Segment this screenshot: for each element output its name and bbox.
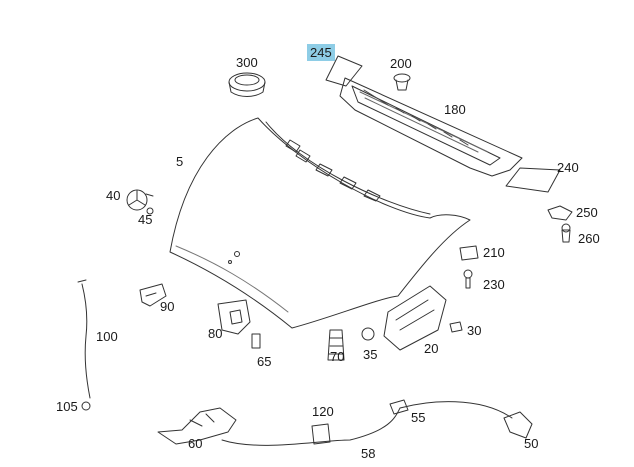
callout-70: 70 [330,349,345,364]
callout-20: 20 [424,341,439,356]
hood-part [169,117,471,329]
emblem-40-part [126,189,154,215]
callout-30: 30 [467,323,482,338]
callout-250: 250 [576,205,598,220]
callout-100: 100 [96,329,118,344]
callout-45: 45 [138,212,153,227]
buffer-70-part [327,329,345,361]
hinge-80-part [217,299,261,349]
panel-245-part [325,55,363,87]
callout-105: 105 [56,399,78,414]
callout-90: 90 [160,299,175,314]
clip-200-part [393,73,411,91]
latch-90-part [139,283,167,307]
callout-60: 60 [188,436,203,451]
callout-80: 80 [208,326,223,341]
clip-210-part [459,245,479,289]
callout-240: 240 [557,160,579,175]
callout-260: 260 [578,231,600,246]
grommet-300-part [228,72,266,97]
callout-120: 120 [312,404,334,419]
callout-35: 35 [363,347,378,362]
bracket-250-part [547,205,573,243]
callout-245-highlighted: 245 [307,44,335,61]
callout-65: 65 [257,354,272,369]
callout-180: 180 [444,102,466,117]
callout-58: 58 [361,446,376,461]
callout-40: 40 [106,188,121,203]
grille-part [339,77,523,177]
callout-300: 300 [236,55,258,70]
rod-100-part [81,283,91,399]
callout-210: 210 [483,245,505,260]
callout-5: 5 [176,154,184,169]
rod-end-icon [77,279,87,283]
release-cable-part [81,399,533,446]
callout-55: 55 [411,410,426,425]
callout-50: 50 [524,436,539,451]
lock-20-part [361,285,463,351]
panel-240-part [505,167,561,193]
callout-230: 230 [483,277,505,292]
callout-200: 200 [390,56,412,71]
